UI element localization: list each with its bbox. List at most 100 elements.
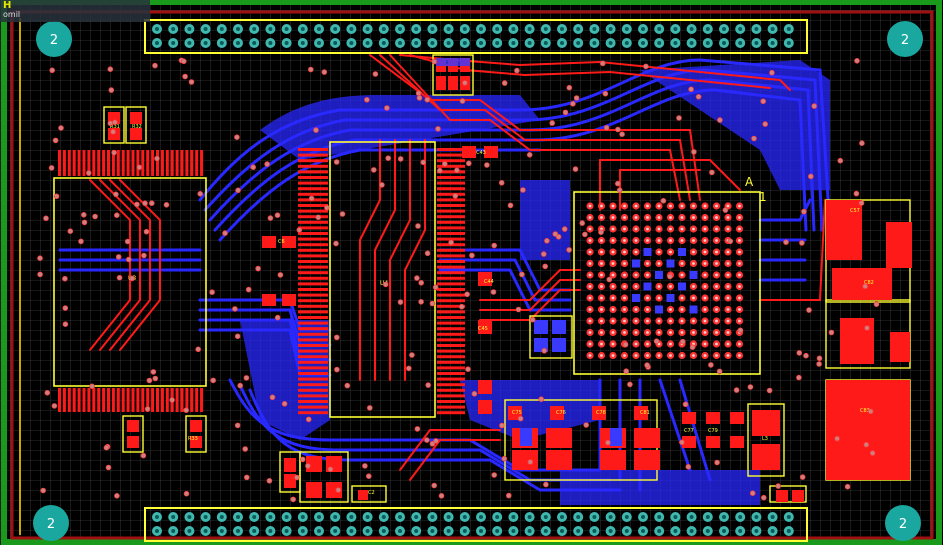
bga-ball-center [634, 239, 638, 242]
bga-ball-center [588, 273, 592, 277]
header-drill [398, 515, 402, 519]
via [245, 286, 252, 293]
bga-ball-center [738, 354, 741, 357]
ic-pin [72, 388, 76, 412]
bga-ball-center [680, 319, 684, 323]
bga-ball [678, 248, 686, 256]
via [385, 155, 392, 162]
ic-pin [195, 150, 199, 176]
part-labels: C2 C6 C43 C44 C45 C57 C75 C76 C77 C78 C7… [110, 124, 874, 496]
via [163, 202, 170, 208]
bga-ball-center [646, 331, 649, 334]
bga-ball-center [588, 342, 592, 346]
via [614, 180, 621, 187]
bga-ball-center [715, 273, 718, 277]
header-drill [543, 41, 548, 45]
via [62, 321, 69, 328]
bga-ball-center [715, 331, 718, 334]
header-drill [284, 515, 289, 519]
ic-pin [185, 150, 189, 176]
via [103, 444, 110, 451]
connector-top-header[interactable] [144, 19, 808, 54]
header-drill [171, 41, 176, 45]
ic-pin [437, 304, 465, 308]
header-drill [770, 515, 775, 519]
bga-ball-center [634, 331, 638, 334]
header-drill [705, 41, 710, 45]
via [255, 265, 261, 272]
bga-ball-center [738, 319, 741, 323]
bga-ball-center [703, 216, 707, 219]
ic-pin [121, 150, 125, 176]
ic-pin [82, 150, 86, 176]
header-drill [268, 27, 273, 31]
header-drill [349, 27, 354, 31]
header-drill [641, 515, 645, 519]
bga-ball-center [680, 308, 684, 311]
via [863, 441, 870, 448]
header-drill [722, 41, 726, 45]
bga-ball-center [634, 342, 638, 346]
bga-ball [689, 271, 698, 279]
bga-ball-center [738, 308, 741, 311]
via [644, 362, 650, 368]
header-drill [187, 27, 192, 31]
via [862, 283, 868, 290]
header-drill [462, 529, 467, 533]
header-drill [236, 27, 240, 31]
ic-pin [298, 310, 328, 314]
bga-ball-center [692, 262, 695, 265]
via [49, 67, 55, 74]
bga-ball-center [726, 204, 730, 208]
header-drill [786, 529, 791, 533]
header-drill [576, 27, 581, 31]
connector-bottom-header[interactable] [144, 507, 808, 542]
header-drill [560, 529, 564, 533]
ic-pin [298, 304, 328, 308]
ic-tsop-center[interactable]: U4 [298, 141, 465, 418]
header-drill [430, 41, 435, 45]
via [78, 238, 84, 245]
via [183, 407, 190, 414]
bga-ball-center [600, 342, 603, 346]
ic-pin [151, 388, 155, 412]
header-drill [398, 27, 402, 31]
header-drill [511, 529, 516, 533]
bga-ball-center [611, 227, 615, 231]
ic-tsop-left[interactable]: U3 [53, 150, 207, 412]
via [53, 193, 60, 200]
via [544, 238, 550, 244]
via [762, 121, 768, 127]
ic-pin [200, 388, 204, 412]
bga-ball-center [703, 273, 707, 277]
mounting-hole-top-right[interactable]: 2 [887, 21, 923, 57]
bga-ball-center [657, 250, 661, 254]
header-drill [673, 515, 678, 519]
bga-ball-center [703, 250, 707, 254]
bga-ball-center [634, 204, 638, 208]
mounting-hole-bottom-left[interactable]: 2 [33, 505, 69, 541]
via [517, 415, 524, 422]
via [803, 352, 809, 359]
via [540, 251, 547, 257]
ic-pin [437, 198, 465, 202]
via [146, 377, 153, 384]
ic-bga-a1-label: A [745, 175, 754, 189]
ic-pin [437, 181, 465, 185]
mounting-hole-bottom-right[interactable]: 2 [885, 505, 921, 541]
bga-ball-center [692, 204, 695, 208]
bga-ball-center [715, 285, 718, 288]
ic-pin [131, 150, 135, 176]
via [766, 387, 773, 394]
via [566, 247, 572, 253]
header-drill [754, 529, 759, 533]
via [307, 66, 314, 73]
via [844, 483, 851, 490]
mounting-hole-top-left[interactable]: 2 [36, 21, 72, 57]
ic-pin [437, 204, 465, 207]
header-drill [560, 515, 564, 519]
ic-bga-pin1-label: 1 [759, 190, 767, 204]
header-drill [770, 41, 775, 45]
bga-ball-center [669, 331, 672, 334]
